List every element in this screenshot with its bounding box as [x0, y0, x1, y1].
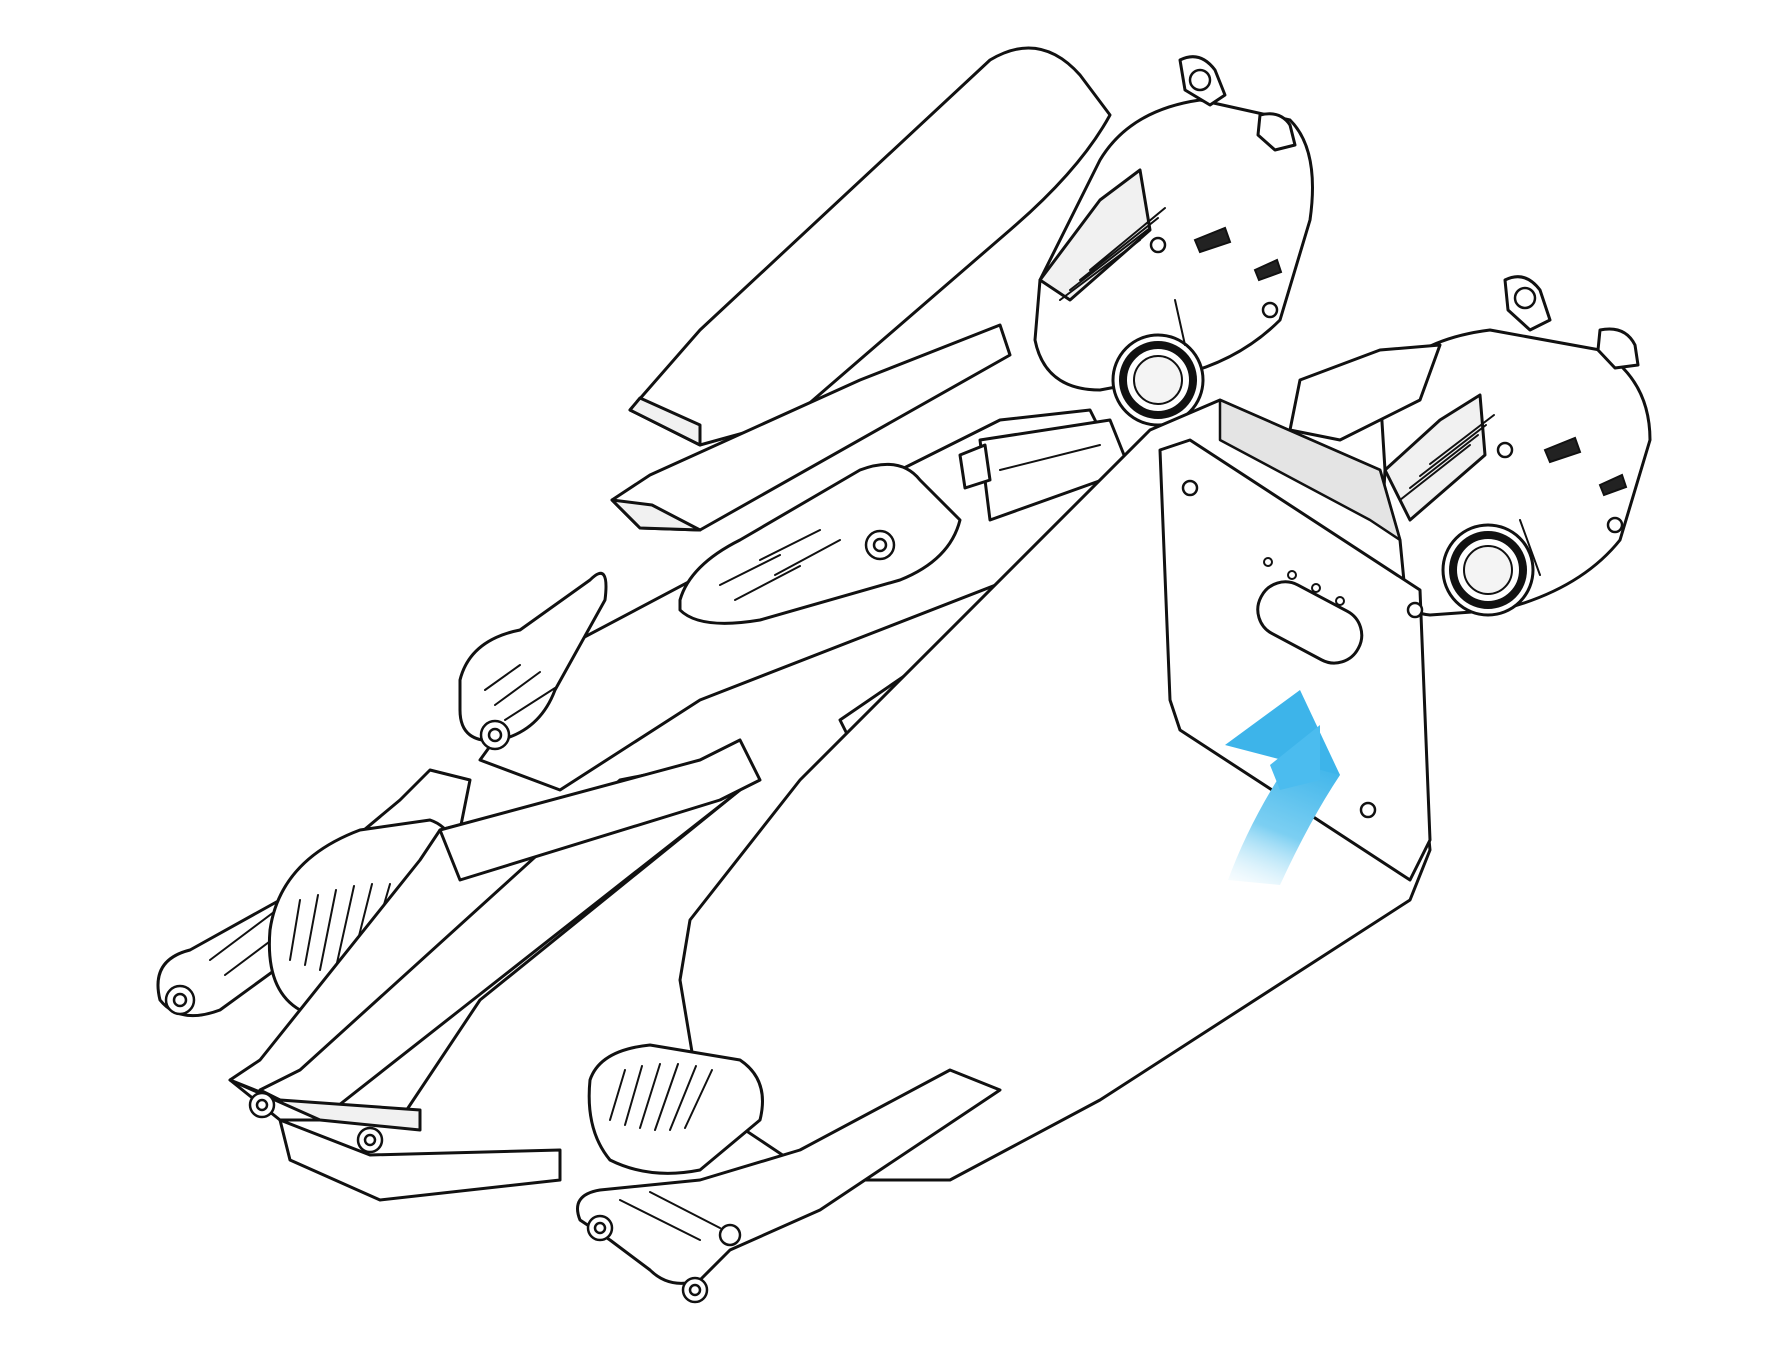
lower-middle-motor: [587, 1043, 764, 1175]
battery-plate: [1158, 438, 1432, 882]
upper-propeller-blades: [610, 46, 1112, 532]
up-arrow-icon: [1225, 690, 1340, 885]
landing-foot-left: [458, 571, 608, 751]
landing-foot-middle: [678, 462, 962, 625]
front-motor-lower: [1378, 275, 1652, 617]
rear-lower-housing: [228, 738, 762, 1202]
front-lower-arm: [576, 1068, 1002, 1304]
